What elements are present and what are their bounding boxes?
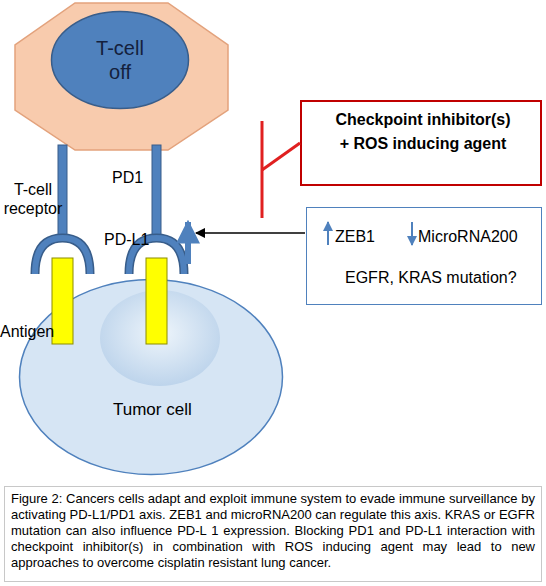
- therapy-box: Checkpoint inhibitor(s) + ROS inducing a…: [300, 100, 542, 186]
- ligand-label: PD-L1: [104, 230, 154, 249]
- receptor-stalk: [152, 145, 161, 240]
- figure-caption: Figure 2: Cancers cells adapt and exploi…: [4, 486, 542, 582]
- gene-name: ZEB1: [335, 227, 395, 247]
- increase-arrow: [185, 222, 191, 264]
- receptor-cup: [35, 238, 90, 274]
- outline: [50, 10, 190, 110]
- receptor-cup: [35, 238, 90, 274]
- therapy-text: Checkpoint inhibitor(s) + ROS inducing a…: [332, 108, 514, 156]
- leader-arrow: [196, 232, 305, 234]
- microrna-name: MicroRNA200: [418, 227, 538, 247]
- outline: [18, 278, 284, 476]
- antigen-label: Antigen: [0, 322, 60, 341]
- t-cell-body: [15, 3, 228, 150]
- receptor-label: PD1: [112, 168, 152, 187]
- inhibition-bar: [261, 121, 264, 218]
- outline-shape: [52, 12, 189, 109]
- receptor-label: T-cell receptor: [0, 180, 66, 218]
- mutation-note: EGFR, KRAS mutation?: [345, 268, 535, 288]
- cell-state: T-cell off: [85, 36, 155, 84]
- t-cell-nucleus: T-cell off: [50, 10, 190, 110]
- cell-name: Tumor cell: [113, 400, 243, 420]
- regulator-box: ZEB1 MicroRNA200EGFR, KRAS mutation?: [306, 207, 542, 305]
- inhibition-line: [262, 143, 300, 170]
- tumor-cell: Tumor cell: [18, 278, 284, 476]
- outline-shape: [20, 280, 283, 475]
- receptor-stalk: [58, 145, 67, 240]
